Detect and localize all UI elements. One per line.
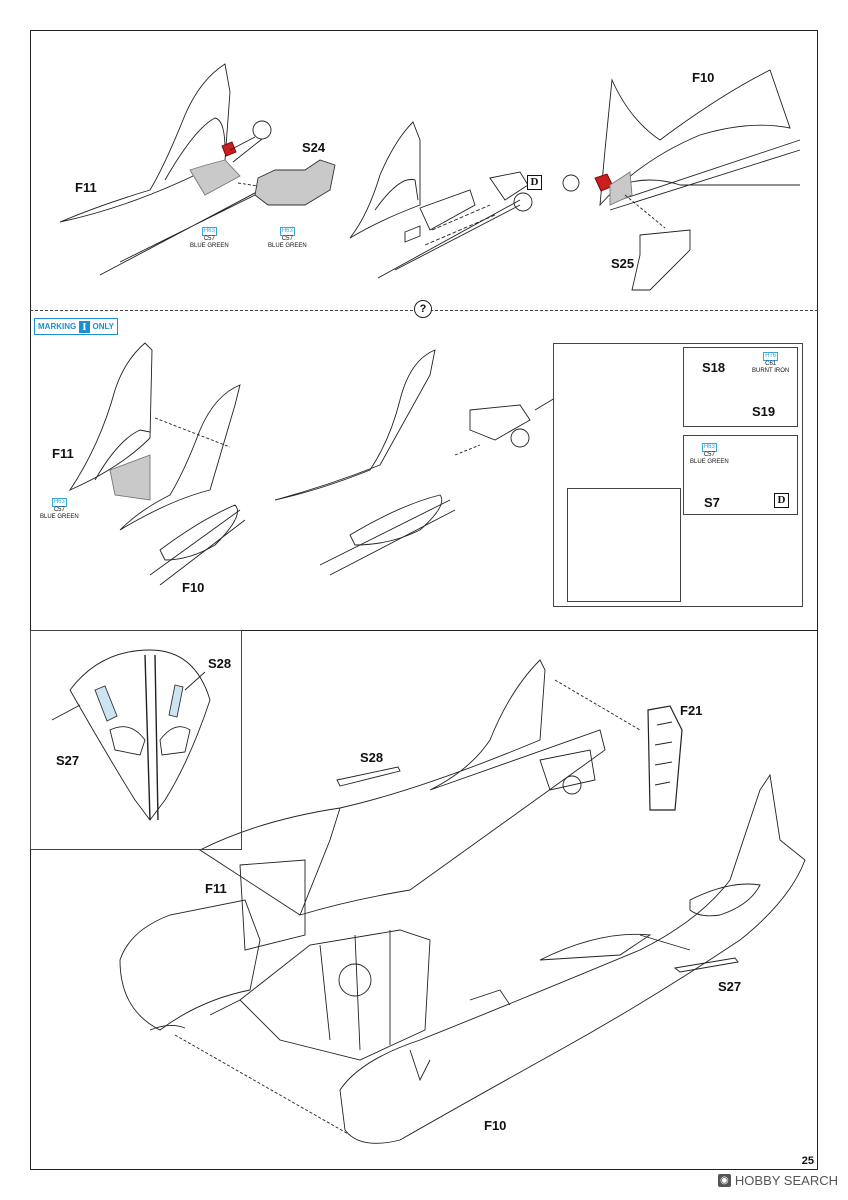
forward-fuselage-drawing bbox=[119, 899, 431, 1061]
tail-assembly-1 bbox=[59, 63, 272, 276]
part-label-s7: S7 bbox=[704, 495, 720, 510]
part-label-s28-inset: S28 bbox=[208, 656, 232, 671]
part-label-f10: F10 bbox=[692, 70, 715, 85]
paint-callout: H76 C61 BURNT IRON bbox=[752, 352, 790, 374]
rear-fuselage-drawing bbox=[199, 659, 683, 951]
tail-assembly-3 bbox=[562, 69, 801, 291]
part-label-f10: F10 bbox=[484, 1118, 507, 1133]
part-label-s19: S19 bbox=[752, 404, 776, 419]
part-label-f11: F11 bbox=[205, 881, 227, 896]
part-s24-drawing bbox=[237, 159, 336, 206]
help-icon: ? bbox=[414, 300, 432, 318]
paint-callout: H63 C57 BLUE GREEN bbox=[190, 227, 229, 249]
watermark-logo: ◉ HOBBY SEARCH bbox=[717, 1173, 838, 1188]
part-label-s27: S27 bbox=[718, 979, 742, 994]
cockpit-inset-drawing bbox=[51, 649, 211, 821]
part-label-s18: S18 bbox=[702, 360, 726, 375]
part-label-f10: F10 bbox=[182, 580, 205, 595]
part-label-f11: F11 bbox=[52, 446, 74, 461]
part-label-s24: S24 bbox=[302, 140, 326, 155]
instruction-frame bbox=[30, 30, 818, 1170]
tail-assembly-2 bbox=[349, 121, 533, 279]
cockpit-inset-box bbox=[30, 630, 242, 850]
decal-d-badge: D bbox=[527, 175, 542, 190]
part-label-s27-inset: S27 bbox=[56, 753, 80, 768]
detail-box-s18-s19 bbox=[683, 347, 798, 427]
part-label-f11: F11 bbox=[75, 180, 97, 195]
page-number: 25 bbox=[801, 1155, 814, 1167]
tail-assembly-6 bbox=[274, 349, 556, 576]
tail-assembly-4 bbox=[68, 342, 231, 501]
part-label-s25: S25 bbox=[611, 256, 635, 271]
part-label-s28: S28 bbox=[360, 750, 384, 765]
detail-box-gear bbox=[567, 488, 681, 602]
paint-callout: H63 C57 BLUE GREEN bbox=[268, 227, 307, 249]
paint-callout: H63 C57 BLUE GREEN bbox=[40, 498, 79, 520]
step-divider-solid bbox=[30, 630, 818, 631]
main-fuselage-drawing bbox=[174, 773, 806, 1144]
part-label-f21: F21 bbox=[680, 703, 703, 718]
paint-callout: H63 C57 BLUE GREEN bbox=[690, 443, 729, 465]
decal-d-badge: D bbox=[774, 493, 789, 508]
marking-only-badge: MARKING I ONLY bbox=[34, 318, 118, 335]
tail-assembly-5 bbox=[119, 384, 246, 586]
camera-icon: ◉ bbox=[717, 1174, 731, 1187]
